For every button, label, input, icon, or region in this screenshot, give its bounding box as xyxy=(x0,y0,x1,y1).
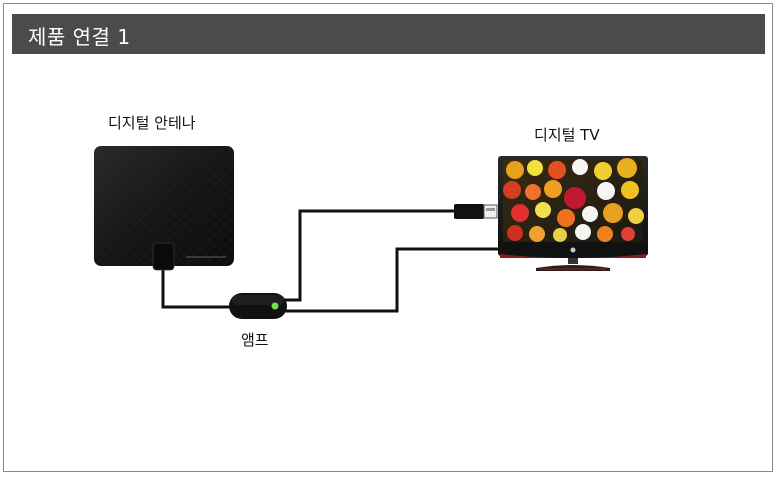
amplifier-icon xyxy=(229,293,287,319)
page-title: 제품 연결 1 xyxy=(28,25,131,49)
title-bar: 제품 연결 1 xyxy=(12,14,765,54)
coax-cable-to-tv xyxy=(284,247,500,313)
antenna-cable xyxy=(161,270,232,309)
tv-screen-flowers xyxy=(503,158,644,242)
cables xyxy=(161,209,500,313)
amp-led-icon xyxy=(271,302,279,310)
flat-antenna-icon xyxy=(94,146,234,271)
usb-power-cable xyxy=(284,209,454,302)
tv-label: 디지털 TV xyxy=(534,126,600,144)
tv-icon xyxy=(498,156,648,271)
amp-label: 앰프 xyxy=(241,331,269,349)
usb-plug-icon xyxy=(454,204,498,219)
antenna-label: 디지털 안테나 xyxy=(108,114,196,132)
diagram-frame xyxy=(3,3,773,472)
